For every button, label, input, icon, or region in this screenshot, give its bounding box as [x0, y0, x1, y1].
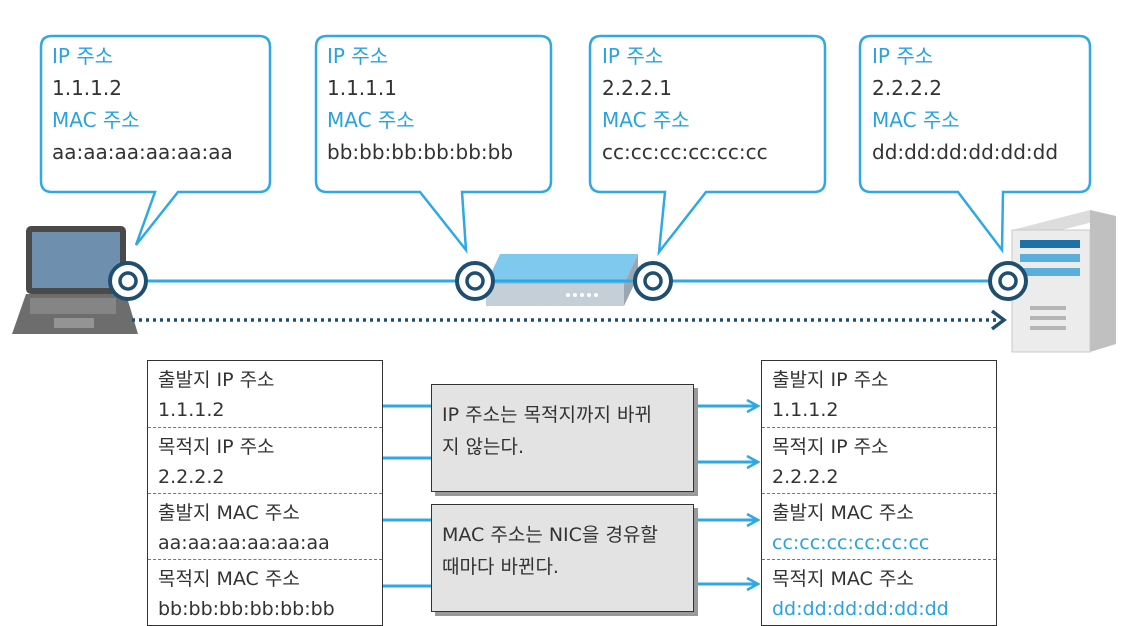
mac-label: MAC 주소	[52, 108, 140, 132]
field-value: bb:bb:bb:bb:bb:bb	[158, 598, 335, 620]
field-label: 출발지 IP 주소	[158, 369, 275, 391]
mac-value: cc:cc:cc:cc:cc:cc	[602, 140, 768, 164]
ip-label: IP 주소	[327, 44, 389, 68]
field-label: 목적지 IP 주소	[772, 436, 889, 458]
note-line: 때마다 바뀐다.	[442, 556, 559, 578]
note-mac-changes: MAC 주소는 NIC을 경유할 때마다 바뀐다.	[431, 504, 694, 612]
nic-node-1	[108, 261, 148, 301]
router-icon	[486, 254, 638, 306]
nic-node-3	[633, 261, 673, 301]
row-src-mac: 출발지 MAC 주소 aa:aa:aa:aa:aa:aa	[148, 493, 382, 559]
ip-label: IP 주소	[602, 44, 664, 68]
field-label: 목적지 IP 주소	[158, 436, 275, 458]
row-src-mac: 출발지 MAC 주소 cc:cc:cc:cc:cc:cc	[762, 493, 996, 559]
ip-label: IP 주소	[872, 44, 934, 68]
field-value: aa:aa:aa:aa:aa:aa	[158, 532, 330, 554]
ip-value: 1.1.1.1	[327, 76, 397, 100]
field-value-changed: dd:dd:dd:dd:dd:dd	[772, 598, 949, 620]
ip-value: 2.2.2.2	[872, 76, 942, 100]
ip-label: IP 주소	[52, 44, 114, 68]
note-line: 지 않는다.	[442, 436, 524, 458]
field-value: 2.2.2.2	[158, 466, 225, 488]
field-value-changed: cc:cc:cc:cc:cc:cc	[772, 532, 930, 554]
callout-bubble-4	[858, 34, 1092, 254]
field-value: 2.2.2.2	[772, 466, 839, 488]
mac-value: bb:bb:bb:bb:bb:bb	[327, 140, 514, 164]
row-dst-ip: 목적지 IP 주소 2.2.2.2	[762, 427, 996, 493]
note-line: MAC 주소는 NIC을 경유할	[442, 524, 658, 546]
nic-node-2	[455, 261, 495, 301]
field-label: 목적지 MAC 주소	[158, 568, 300, 590]
callout-laptop: IP 주소 1.1.1.2 MAC 주소 aa:aa:aa:aa:aa:aa	[52, 40, 233, 168]
nic-node-4	[988, 261, 1028, 301]
row-dst-ip: 목적지 IP 주소 2.2.2.2	[148, 427, 382, 493]
row-src-ip: 출발지 IP 주소 1.1.1.2	[148, 361, 382, 427]
field-value: 1.1.1.2	[772, 399, 839, 421]
row-dst-mac: 목적지 MAC 주소 dd:dd:dd:dd:dd:dd	[762, 559, 996, 625]
ip-value: 2.2.2.1	[602, 76, 672, 100]
field-label: 출발지 IP 주소	[772, 369, 889, 391]
callout-bubble-2	[314, 34, 553, 254]
mac-label: MAC 주소	[327, 108, 415, 132]
packet-header-after: 출발지 IP 주소 1.1.1.2 목적지 IP 주소 2.2.2.2 출발지 …	[761, 360, 997, 626]
callout-bubble-3	[588, 34, 827, 257]
mac-value: aa:aa:aa:aa:aa:aa	[52, 140, 233, 164]
packet-path-arrowhead	[990, 309, 1007, 331]
callout-router-right: IP 주소 2.2.2.1 MAC 주소 cc:cc:cc:cc:cc:cc	[602, 40, 768, 168]
field-label: 출발지 MAC 주소	[772, 502, 914, 524]
mac-value: dd:dd:dd:dd:dd:dd	[872, 140, 1059, 164]
field-label: 목적지 MAC 주소	[772, 568, 914, 590]
callout-server: IP 주소 2.2.2.2 MAC 주소 dd:dd:dd:dd:dd:dd	[872, 40, 1058, 168]
ip-value: 1.1.1.2	[52, 76, 122, 100]
mac-label: MAC 주소	[602, 108, 690, 132]
packet-header-before: 출발지 IP 주소 1.1.1.2 목적지 IP 주소 2.2.2.2 출발지 …	[147, 360, 383, 626]
laptop-icon	[12, 226, 138, 334]
row-dst-mac: 목적지 MAC 주소 bb:bb:bb:bb:bb:bb	[148, 559, 382, 625]
callout-bubble-1	[39, 34, 272, 246]
callout-router-left: IP 주소 1.1.1.1 MAC 주소 bb:bb:bb:bb:bb:bb	[327, 40, 513, 168]
field-label: 출발지 MAC 주소	[158, 502, 300, 524]
field-value: 1.1.1.2	[158, 399, 225, 421]
mac-label: MAC 주소	[872, 108, 960, 132]
note-ip-unchanged: IP 주소는 목적지까지 바뀌 지 않는다.	[431, 384, 694, 492]
note-line: IP 주소는 목적지까지 바뀌	[442, 404, 652, 426]
row-src-ip: 출발지 IP 주소 1.1.1.2	[762, 361, 996, 427]
